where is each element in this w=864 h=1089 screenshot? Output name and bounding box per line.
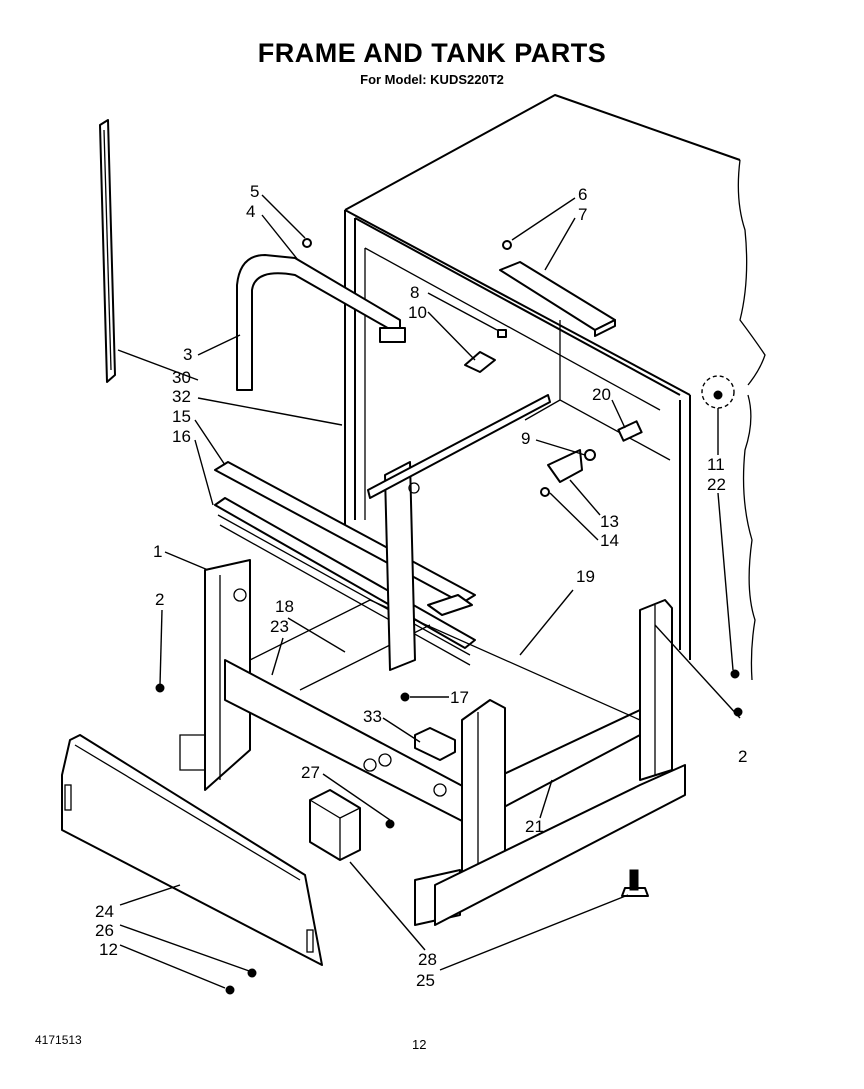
hinge-bracket bbox=[540, 420, 643, 497]
callout-32: 32 bbox=[172, 387, 191, 406]
part-33 bbox=[414, 727, 456, 761]
callout-26: 26 bbox=[95, 921, 114, 940]
callout-2-left: 2 bbox=[155, 590, 164, 609]
callout-20: 20 bbox=[592, 385, 611, 404]
callout-21: 21 bbox=[525, 817, 544, 836]
callout-33: 33 bbox=[363, 707, 382, 726]
screw-parts bbox=[155, 390, 743, 995]
right-rear-leg bbox=[639, 599, 673, 781]
junction-box bbox=[309, 789, 361, 861]
callout-3: 3 bbox=[183, 345, 192, 364]
callout-15: 15 bbox=[172, 407, 191, 426]
callout-28: 28 bbox=[418, 950, 437, 969]
model-subtitle: For Model: KUDS220T2 bbox=[360, 72, 504, 87]
callout-7: 7 bbox=[578, 205, 587, 224]
toe-panel bbox=[61, 734, 323, 966]
callout-23: 23 bbox=[270, 617, 289, 636]
callout-14: 14 bbox=[600, 531, 619, 550]
callout-8: 8 bbox=[410, 283, 419, 302]
leveling-leg bbox=[621, 869, 649, 897]
callout-12: 12 bbox=[99, 940, 118, 959]
mounting-bracket bbox=[499, 240, 616, 337]
callout-labels: 5 4 6 7 8 10 3 30 32 15 16 1 2 18 23 19 … bbox=[95, 182, 747, 990]
tank-body bbox=[344, 94, 766, 681]
leader-lines bbox=[117, 194, 741, 989]
callout-18: 18 bbox=[275, 597, 294, 616]
callout-5: 5 bbox=[250, 182, 259, 201]
rear-rail-part bbox=[427, 594, 473, 616]
callout-13: 13 bbox=[600, 512, 619, 531]
base-trim bbox=[434, 764, 686, 926]
callout-10: 11 bbox=[707, 455, 725, 474]
callout-1: 1 bbox=[153, 542, 162, 561]
page-number: 12 bbox=[412, 1037, 427, 1052]
callout-24: 24 bbox=[95, 902, 114, 921]
callout-2-right: 2 bbox=[738, 747, 747, 766]
vent-tube-part bbox=[236, 238, 406, 391]
callout-27: 27 bbox=[301, 763, 320, 782]
callout-22: 22 bbox=[707, 475, 726, 494]
page-title: FRAME AND TANK PARTS bbox=[257, 38, 607, 68]
callout-6: 6 bbox=[578, 185, 587, 204]
callout-4: 4 bbox=[246, 202, 255, 221]
left-rail-part bbox=[99, 119, 116, 383]
callout-11: 10 bbox=[408, 303, 427, 322]
clip-part bbox=[464, 329, 507, 373]
callout-17: 17 bbox=[450, 688, 469, 707]
document-number: 4171513 bbox=[35, 1033, 82, 1047]
callout-30: 30 bbox=[172, 368, 191, 387]
callout-16: 16 bbox=[172, 427, 191, 446]
callout-25: 25 bbox=[416, 971, 435, 990]
callout-19: 19 bbox=[576, 567, 595, 586]
callout-9: 9 bbox=[521, 429, 530, 448]
support-upright bbox=[367, 394, 551, 671]
